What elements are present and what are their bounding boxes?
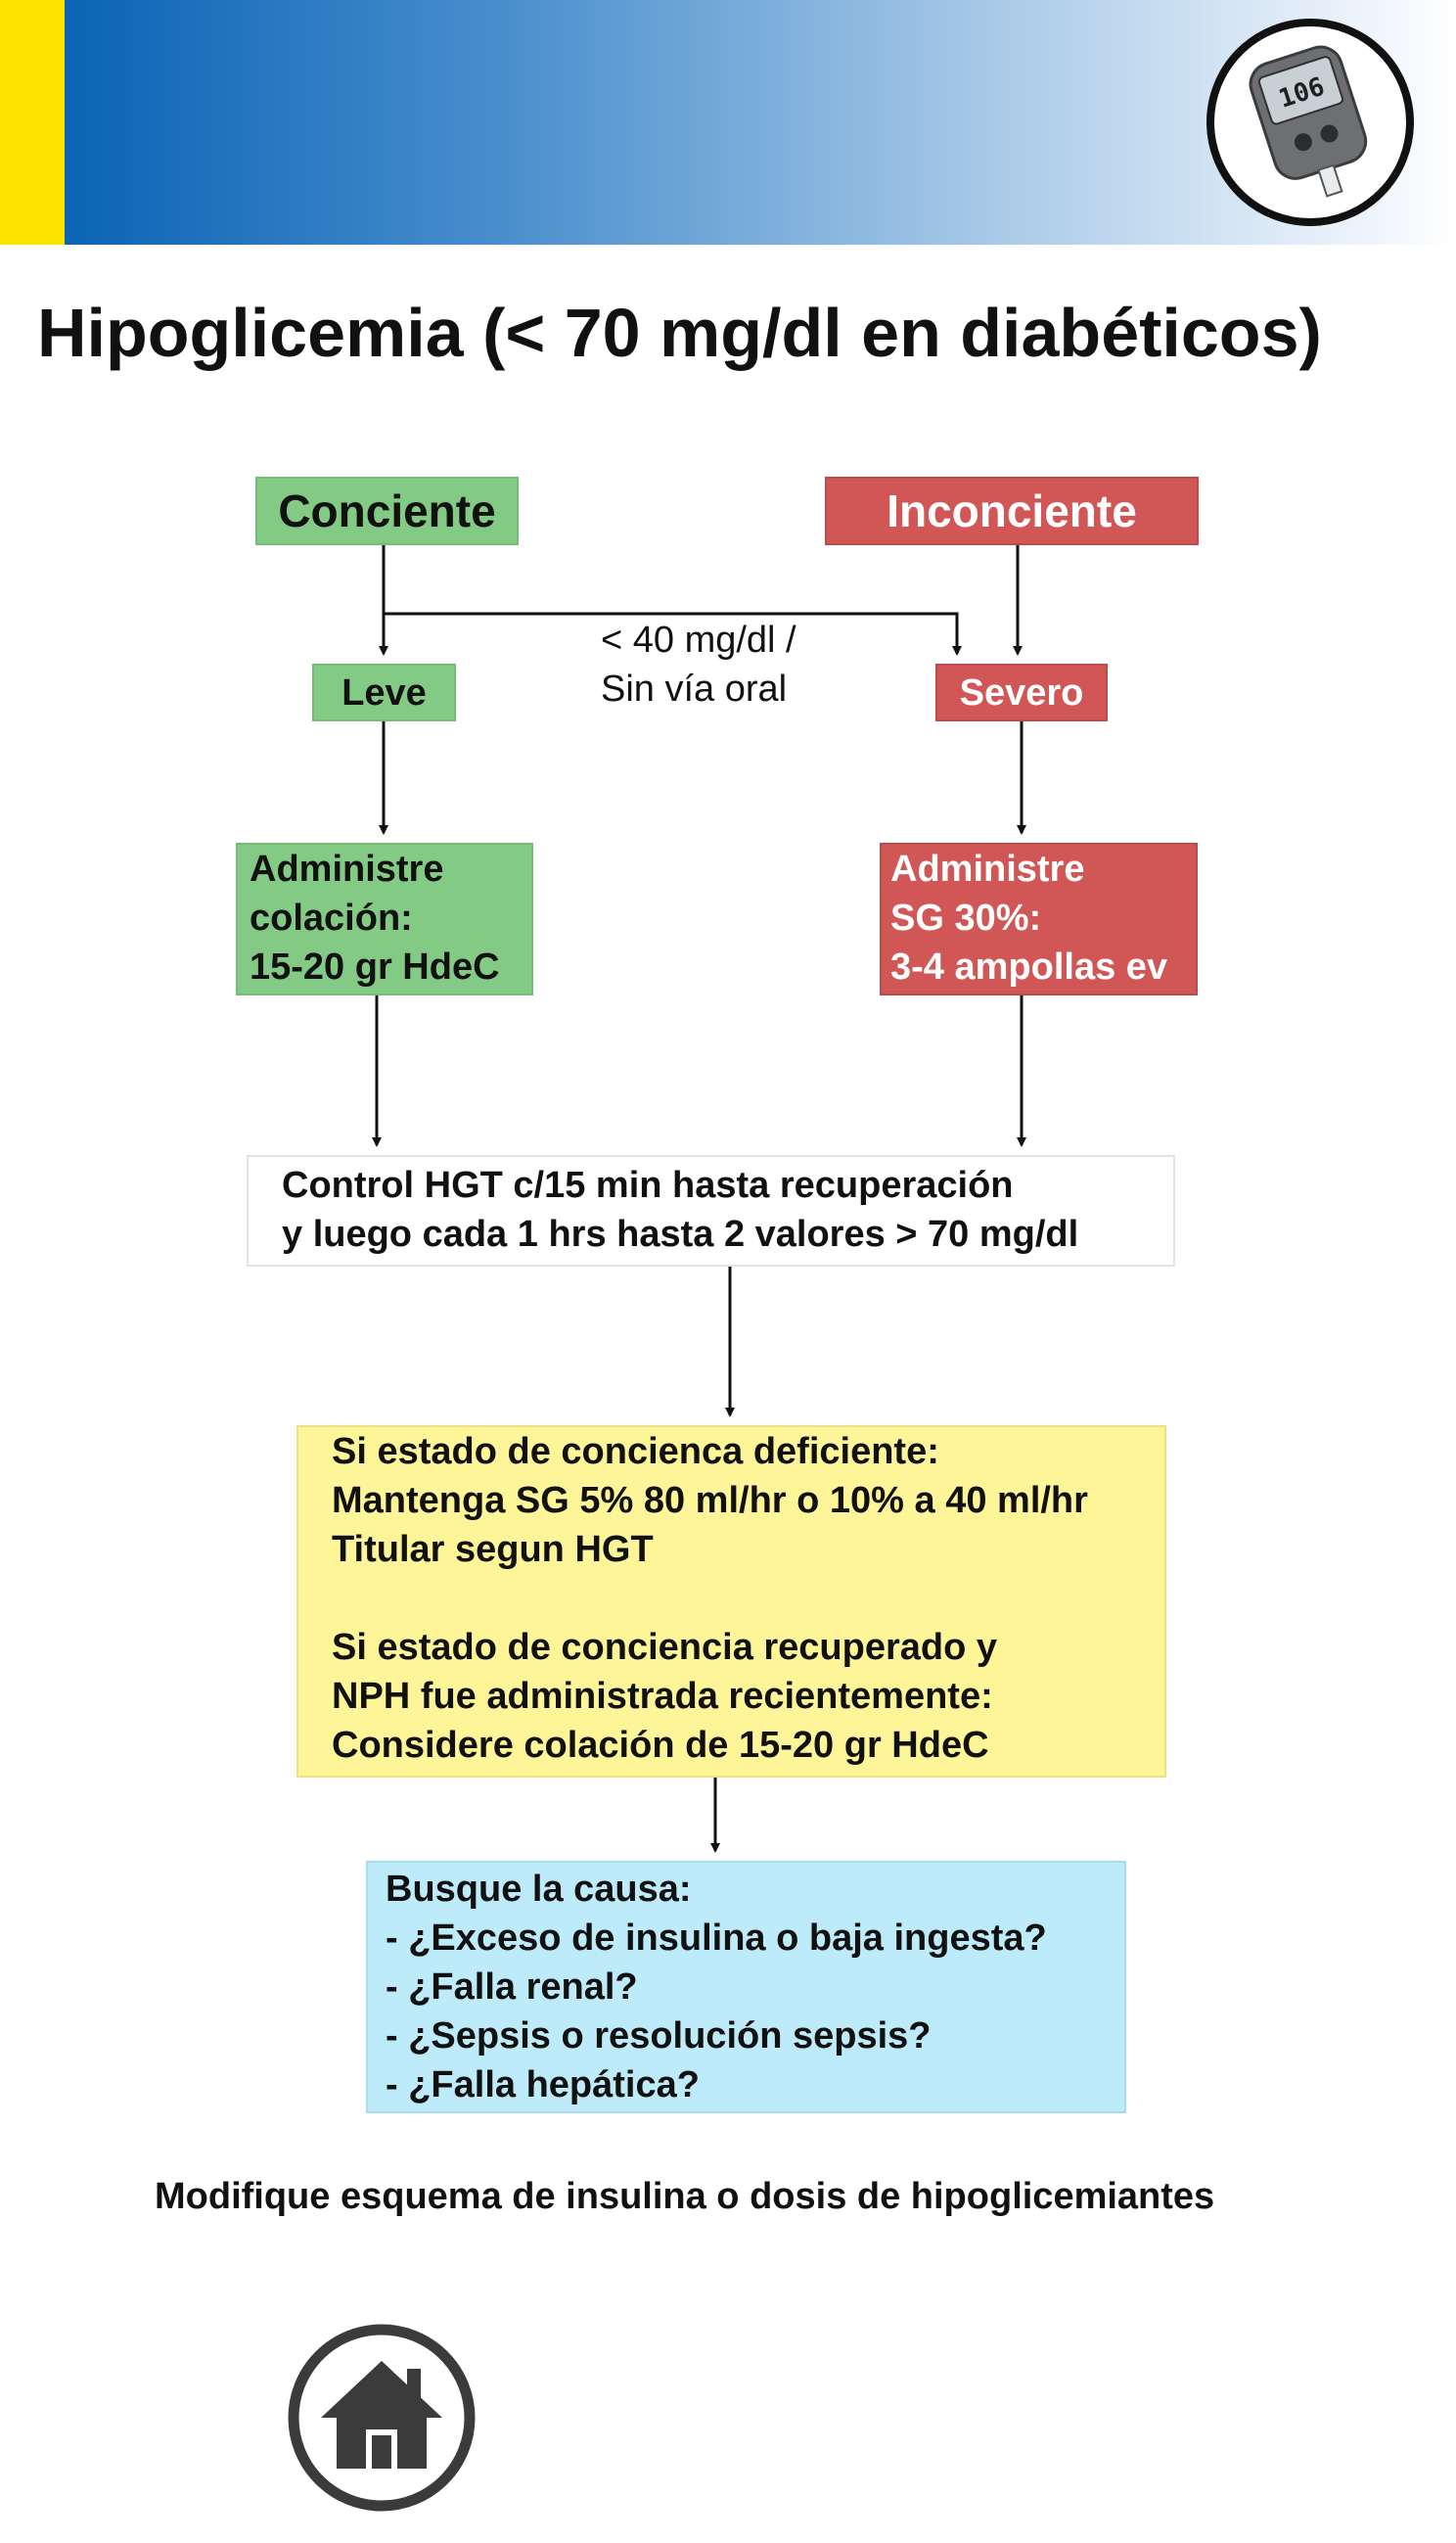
inconciente-box: Inconciente <box>825 477 1199 545</box>
box-line: NPH fue administrada recientemente: <box>332 1676 993 1717</box>
administre-colacion-box: Administre colación: 15-20 gr HdeC <box>236 843 533 995</box>
box-line: Considere colación de 15-20 gr HdeC <box>332 1725 989 1766</box>
busque-causa-box: Busque la causa: - ¿Exceso de insulina o… <box>366 1861 1126 2113</box>
administre-sg-box: Administre SG 30%: 3-4 ampollas ev <box>880 843 1198 995</box>
footer-note: Modifique esquema de insulina o dosis de… <box>155 2176 1215 2217</box>
leve-label: Leve <box>341 671 427 714</box>
box-line: - ¿Falla hepática? <box>386 2064 700 2105</box>
glucometer-icon: 106 <box>1206 19 1414 226</box>
mantencion-box: Si estado de concienca deficiente: Mante… <box>296 1425 1166 1778</box>
control-hgt-box: Control HGT c/15 min hasta recuperación … <box>247 1155 1175 1267</box>
header-accent-bar <box>0 0 65 245</box>
box-line: Si estado de concienca deficiente: <box>332 1431 939 1472</box>
box-line: Administre <box>890 849 1085 890</box>
box-line: Mantenga SG 5% 80 ml/hr o 10% a 40 ml/hr <box>332 1480 1088 1521</box>
inconciente-label: Inconciente <box>887 485 1137 536</box>
page-title: Hipoglicemia (< 70 mg/dl en diabéticos) <box>37 295 1322 371</box>
severo-box: Severo <box>935 664 1108 721</box>
box-line: Si estado de conciencia recuperado y <box>332 1627 998 1668</box>
box-line: Administre <box>250 849 444 890</box>
box-line: 3-4 ampollas ev <box>890 947 1168 988</box>
box-line: y luego cada 1 hrs hasta 2 valores > 70 … <box>282 1214 1079 1255</box>
condition-label-line: < 40 mg/dl / <box>601 620 796 661</box>
box-line: SG 30%: <box>890 898 1042 939</box>
box-line: - ¿Sepsis o resolución sepsis? <box>386 2015 932 2057</box>
box-line: colación: <box>250 898 413 939</box>
conciente-label: Conciente <box>278 485 496 536</box>
box-line: - ¿Falla renal? <box>386 1966 638 2008</box>
severo-label: Severo <box>959 671 1084 714</box>
leve-box: Leve <box>312 664 456 721</box>
box-line: Titular segun HGT <box>332 1529 654 1570</box>
condition-label: < 40 mg/dl / Sin vía oral <box>601 616 796 714</box>
conciente-box: Conciente <box>255 477 519 545</box>
box-line: Busque la causa: <box>386 1869 692 1910</box>
box-line: Control HGT c/15 min hasta recuperación <box>282 1165 1014 1206</box>
arrow-conciente-severo <box>384 612 962 656</box>
paragraph-gap <box>332 1574 1164 1623</box>
box-line: 15-20 gr HdeC <box>250 947 500 988</box>
condition-label-line: Sin vía oral <box>601 669 788 710</box>
box-line: - ¿Exceso de insulina o baja ingesta? <box>386 1918 1047 1959</box>
home-icon[interactable] <box>286 2322 478 2514</box>
